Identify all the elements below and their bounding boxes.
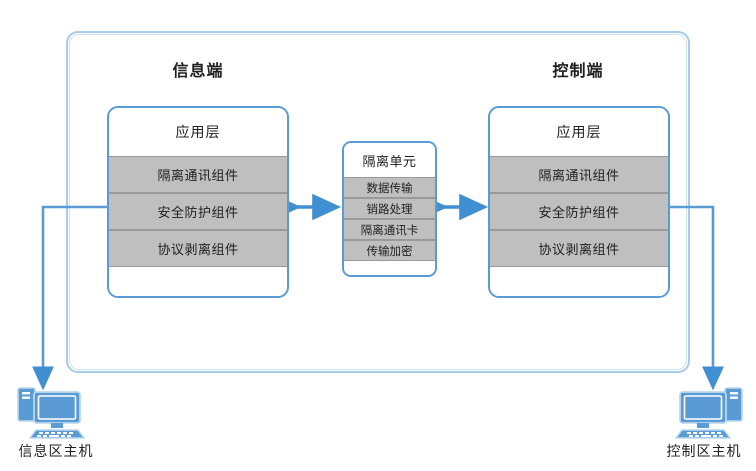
isolation-unit: 隔离单元 数据传输 销路处理 隔离通讯卡 传输加密 [342,141,437,277]
host-information-zone-label: 信息区主机 [18,444,94,460]
stack-right-row-isolation-comm[interactable]: 隔离通讯组件 [490,156,668,193]
desktop-computer-icon [17,387,86,439]
host-control-zone: 控制区主机 [648,382,756,461]
isolation-unit-row-isolation-card[interactable]: 隔离通讯卡 [344,219,435,240]
outer-boundary-frame [66,31,690,373]
stack-right-rows: 隔离通讯组件 安全防护组件 协议剥离组件 [490,156,668,267]
stack-left-row-isolation-comm[interactable]: 隔离通讯组件 [109,156,287,193]
isolation-unit-header: 隔离单元 [344,143,435,177]
stack-left-footer [109,267,287,296]
section-title-information-side: 信息端 [172,61,224,80]
stack-right-footer [490,267,668,296]
stack-right-row-security[interactable]: 安全防护组件 [490,193,668,230]
stack-left-row-security[interactable]: 安全防护组件 [109,193,287,230]
host-information-zone: 信息区主机 [0,382,112,461]
isolation-unit-row-transfer-encryption[interactable]: 传输加密 [344,240,435,261]
stack-left-rows: 隔离通讯组件 安全防护组件 协议剥离组件 [109,156,287,267]
isolation-unit-footer [344,261,435,275]
isolation-unit-row-data-transfer[interactable]: 数据传输 [344,177,435,198]
stack-left-header: 应用层 [109,108,287,156]
outer-boundary-frame-inner [69,34,687,370]
host-control-zone-label: 控制区主机 [666,444,742,460]
stack-left-row-protocol-strip[interactable]: 协议剥离组件 [109,230,287,267]
stack-right-header: 应用层 [490,108,668,156]
isolation-unit-row-channel-processing[interactable]: 销路处理 [344,198,435,219]
stack-right-row-protocol-strip[interactable]: 协议剥离组件 [490,230,668,267]
section-title-control-side: 控制端 [552,61,604,80]
stack-control-side: 应用层 隔离通讯组件 安全防护组件 协议剥离组件 [488,106,670,298]
desktop-computer-icon [674,387,743,439]
stack-information-side: 应用层 隔离通讯组件 安全防护组件 协议剥离组件 [107,106,289,298]
